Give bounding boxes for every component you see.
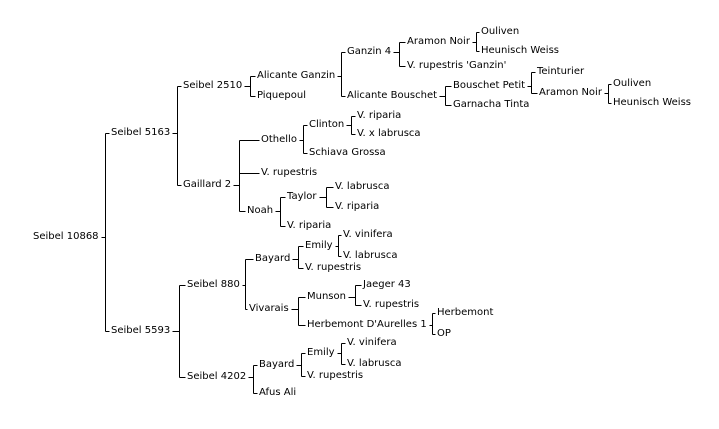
node-seibel-4202: Seibel 4202 <box>187 371 247 383</box>
node-heunisch-weiss-1: Heunisch Weiss <box>481 45 560 57</box>
node-ouliven-2: Ouliven <box>613 78 652 90</box>
node-ganzin-4: Ganzin 4 <box>347 46 392 58</box>
node-afus-ali: Afus Ali <box>259 387 297 399</box>
node-clinton: Clinton <box>309 119 345 131</box>
node-seibel-880: Seibel 880 <box>187 279 240 291</box>
node-v-rupestris-ganzin: V. rupestris 'Ganzin' <box>407 60 507 72</box>
node-jaeger-43: Jaeger 43 <box>363 279 411 291</box>
node-v-x-labrusca: V. x labrusca <box>357 128 421 140</box>
node-ouliven-1: Ouliven <box>481 26 520 38</box>
node-v-rupestris-3: V. rupestris <box>363 299 420 311</box>
node-bouschet-petit: Bouschet Petit <box>453 80 526 92</box>
node-bayard-2: Bayard <box>259 359 295 371</box>
node-aramon-noir-1: Aramon Noir <box>407 36 470 48</box>
node-alicante-ganzin: Alicante Ganzin <box>257 70 336 82</box>
node-seibel-5593: Seibel 5593 <box>111 325 171 337</box>
node-bayard-1: Bayard <box>255 253 291 265</box>
node-heunisch-weiss-2: Heunisch Weiss <box>613 97 692 109</box>
node-v-labrusca-1: V. labrusca <box>335 181 390 193</box>
node-v-rupestris-1: V. rupestris <box>261 167 318 179</box>
node-v-vinifera-2: V. vinifera <box>347 337 397 349</box>
node-seibel-5163: Seibel 5163 <box>111 127 171 139</box>
node-v-riparia-3: V. riparia <box>287 220 332 232</box>
node-seibel-10868: Seibel 10868 <box>33 231 99 243</box>
node-v-riparia-1: V. riparia <box>357 110 402 122</box>
node-vivarais: Vivarais <box>249 303 289 315</box>
node-v-rupestris-2: V. rupestris <box>305 262 362 274</box>
node-schiava-grossa: Schiava Grossa <box>309 147 386 159</box>
node-herbemont: Herbemont <box>437 307 494 319</box>
node-othello: Othello <box>261 134 297 146</box>
node-teinturier: Teinturier <box>537 66 585 78</box>
node-emily-1: Emily <box>305 240 333 252</box>
node-gaillard-2: Gaillard 2 <box>183 179 232 191</box>
node-v-rupestris-4: V. rupestris <box>307 370 364 382</box>
node-emily-2: Emily <box>307 347 335 359</box>
node-aramon-noir-2: Aramon Noir <box>539 87 602 99</box>
node-taylor: Taylor <box>287 191 317 203</box>
node-herbemont-daurelles-1: Herbemont D'Aurelles 1 <box>307 319 427 331</box>
node-munson: Munson <box>307 291 346 303</box>
node-garnacha-tinta: Garnacha Tinta <box>453 99 530 111</box>
node-v-riparia-2: V. riparia <box>335 201 380 213</box>
node-alicante-bouschet: Alicante Bouschet <box>347 90 438 102</box>
node-op: OP <box>437 328 451 340</box>
node-noah: Noah <box>247 205 274 217</box>
node-v-vinifera-1: V. vinifera <box>343 229 393 241</box>
node-piquepoul: Piquepoul <box>257 90 307 102</box>
node-v-labrusca-3: V. labrusca <box>347 358 402 370</box>
node-seibel-2510: Seibel 2510 <box>183 80 243 92</box>
node-v-labrusca-2: V. labrusca <box>343 250 398 262</box>
